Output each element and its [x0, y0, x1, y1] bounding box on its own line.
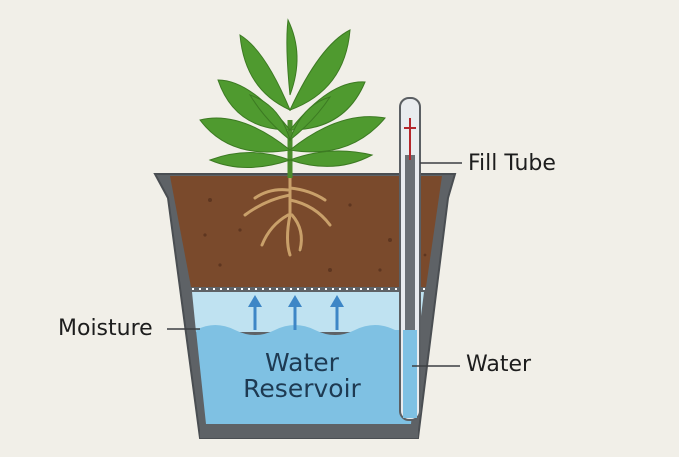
fill-tube-water: [403, 330, 417, 418]
soil-texture: [203, 193, 427, 272]
plant-leaves: [199, 18, 386, 168]
moisture-label: Moisture: [58, 316, 153, 341]
fill-tube-indicator: [405, 155, 415, 330]
fill-tube-label: Fill Tube: [468, 151, 556, 176]
reservoir-label-line2: Reservoir: [243, 374, 361, 403]
moisture-zone: [192, 292, 424, 332]
water-label: Water: [466, 352, 532, 377]
pot-base: [200, 424, 418, 438]
reservoir-label-line1: Water: [265, 348, 339, 377]
plant-roots: [243, 176, 332, 257]
water-reservoir: [196, 325, 420, 424]
moisture-arrows: [248, 295, 344, 330]
soil: [170, 176, 442, 287]
